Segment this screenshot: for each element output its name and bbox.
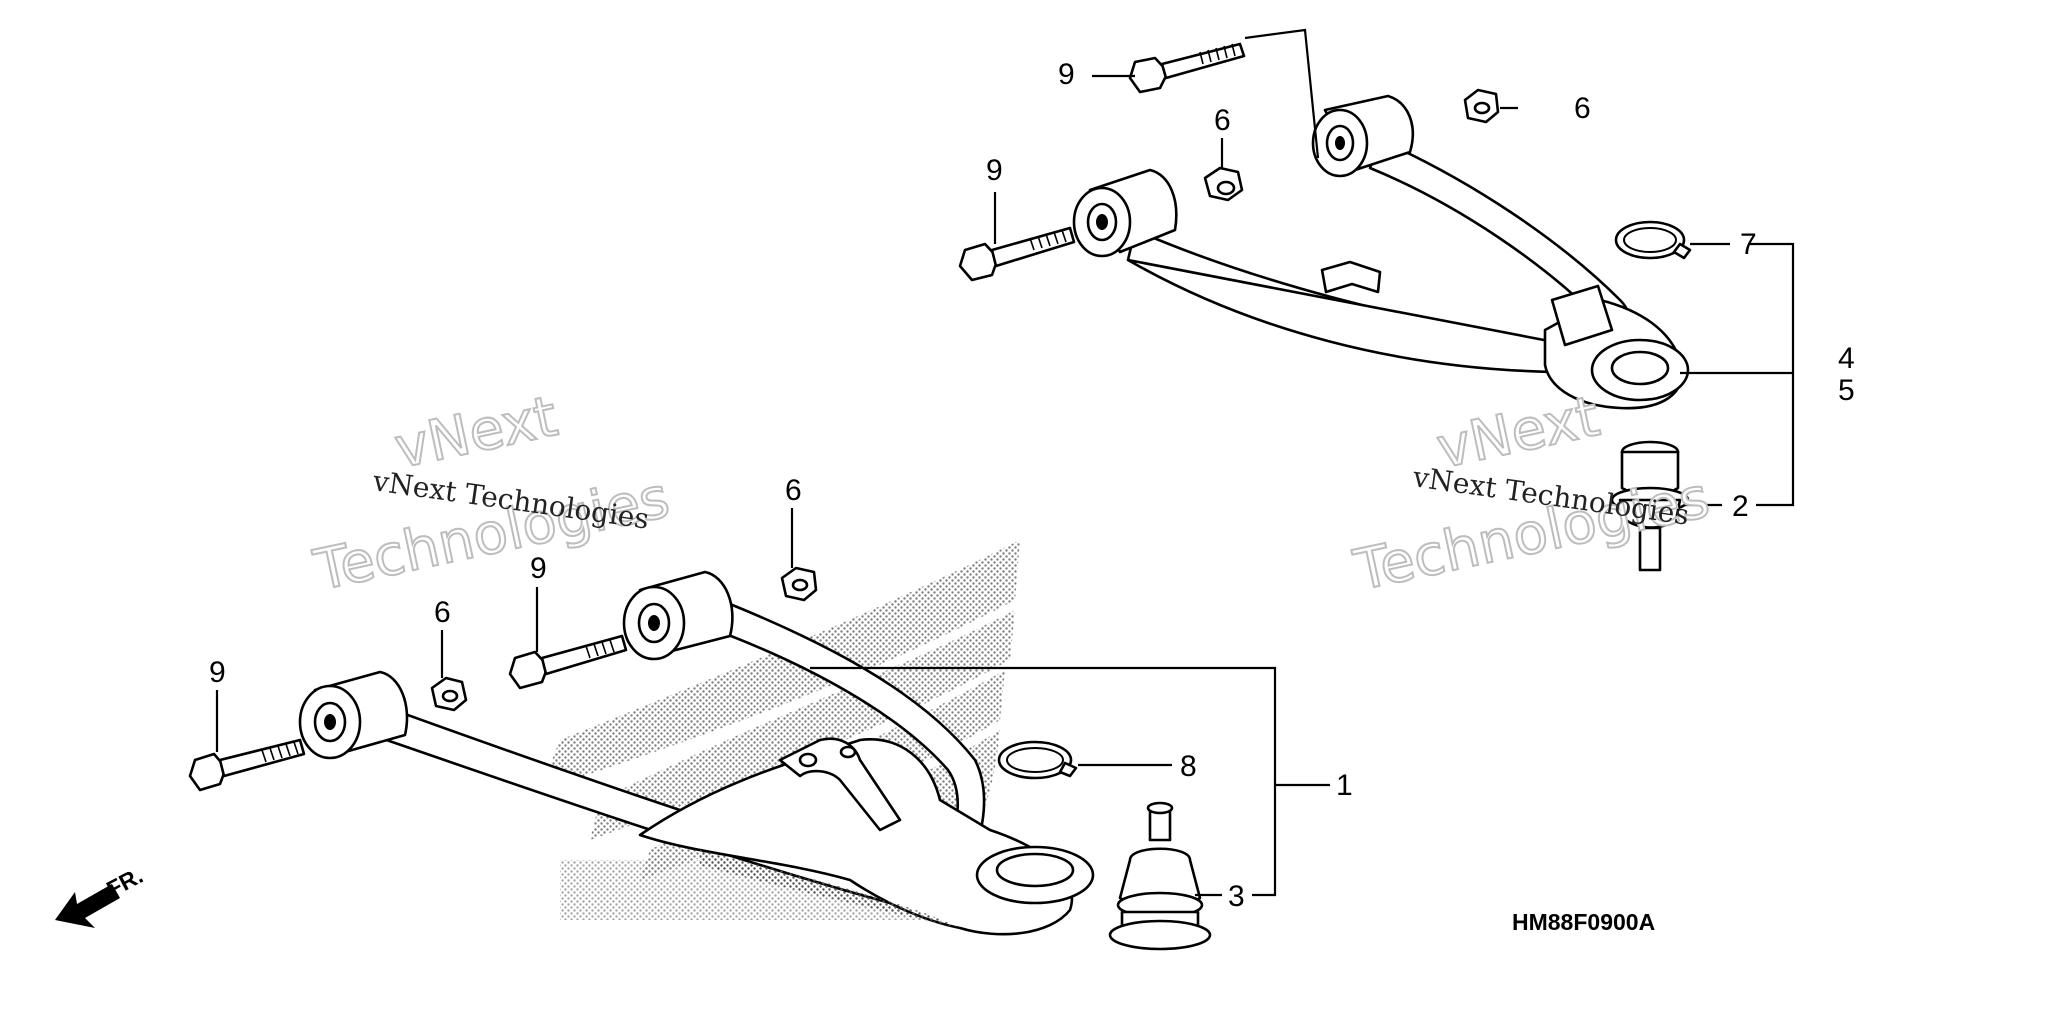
callout-labels: 9 6 6 9 7 4 5 2 6 9 6 9 8 1 3 xyxy=(209,58,1855,913)
nut-lower-front xyxy=(430,676,468,712)
callout-p4: 4 xyxy=(1838,342,1855,375)
circlip-lower xyxy=(997,740,1078,780)
bolt-upper-rear xyxy=(1128,42,1246,94)
watermark-word1-left: vNext xyxy=(389,384,563,482)
callout-p2: 2 xyxy=(1732,490,1749,523)
watermark-left: vNext Technologies vNext Technologies xyxy=(307,383,675,605)
callout-p6b: 6 xyxy=(1214,104,1231,137)
front-direction-arrow: FR. xyxy=(55,862,147,928)
circlip-upper xyxy=(1614,220,1692,260)
leader-lines xyxy=(215,28,1795,897)
diagram-code: HM88F0900A xyxy=(1512,909,1655,935)
ball-joint-upper xyxy=(1610,440,1690,572)
ball-joint-lower xyxy=(1108,801,1212,951)
callout-p3: 3 xyxy=(1228,880,1245,913)
lower-arm xyxy=(298,570,1095,936)
callout-p5: 5 xyxy=(1838,374,1855,407)
nut-upper-rear xyxy=(1463,88,1500,124)
callout-p9b: 9 xyxy=(986,154,1003,187)
bolt-lower-front xyxy=(188,738,306,792)
upper-arm xyxy=(1072,94,1690,410)
callout-p8: 8 xyxy=(1180,750,1197,783)
callout-p6a: 6 xyxy=(1574,92,1591,125)
callout-p9a: 9 xyxy=(1058,58,1075,91)
callout-p1: 1 xyxy=(1336,769,1353,802)
nut-lower-rear xyxy=(780,566,818,602)
nut-upper-front xyxy=(1203,166,1244,202)
callout-p6c: 6 xyxy=(785,474,802,507)
callout-p6d: 6 xyxy=(434,596,451,629)
bolt-lower-rear xyxy=(508,634,628,690)
callout-p9c: 9 xyxy=(530,552,547,585)
callout-p7: 7 xyxy=(1740,228,1757,261)
bolt-upper-front xyxy=(958,226,1076,282)
callout-p9d: 9 xyxy=(209,656,226,689)
